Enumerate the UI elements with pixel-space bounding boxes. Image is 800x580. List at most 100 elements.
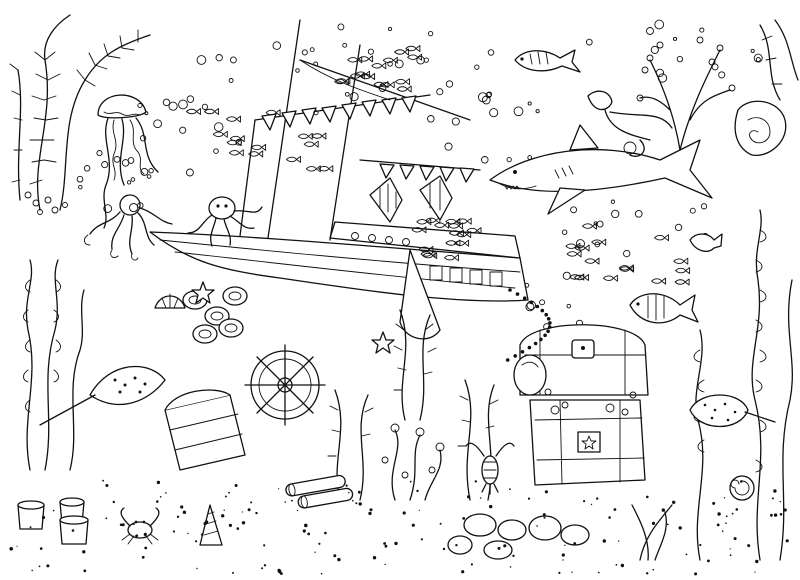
barrels (182, 286, 248, 344)
small-fish (422, 252, 438, 260)
seaweed-center (327, 309, 499, 501)
sand-speck (236, 527, 240, 530)
bubble (185, 168, 194, 177)
pearl (508, 288, 512, 292)
small-fish (618, 264, 634, 272)
bubble (561, 229, 568, 235)
sand-speck (182, 510, 187, 514)
sand-speck (598, 571, 600, 574)
sand-speck (707, 559, 710, 563)
pearl (544, 312, 548, 317)
sand-speck (250, 501, 253, 504)
bubble (427, 30, 434, 37)
sand-speck (699, 543, 702, 547)
seaweed-right (693, 209, 793, 561)
sand-speck (467, 495, 471, 499)
bubble (593, 221, 598, 226)
pearl (535, 304, 540, 309)
sand-speck (602, 539, 606, 543)
bubble (718, 71, 726, 79)
pearl (539, 337, 543, 342)
bubble (474, 64, 480, 70)
bubble (179, 126, 187, 134)
sand-speck (620, 563, 625, 568)
sand-speck (411, 523, 415, 527)
sand-speck (723, 497, 726, 499)
sand-speck (402, 511, 406, 515)
sand-speck (694, 572, 698, 576)
bubble (487, 49, 495, 56)
sand-speck (771, 497, 774, 500)
sand-speck (571, 571, 573, 573)
sand-speck (263, 564, 267, 567)
sand-speck (304, 523, 308, 528)
bubble (650, 45, 659, 54)
small-fish (673, 257, 689, 265)
sand-speck (409, 480, 412, 483)
sand-speck (187, 532, 189, 535)
small-fish (396, 85, 412, 93)
rolled-scrolls (285, 474, 354, 509)
sand-speck (156, 480, 161, 485)
small-fish (229, 135, 245, 143)
diver-creature (587, 90, 673, 157)
sand-speck (731, 512, 734, 515)
sand-speck (16, 545, 18, 547)
sand-speck (652, 568, 655, 571)
small-fish (334, 78, 350, 86)
school-of-fish (186, 45, 691, 286)
bubble (699, 27, 705, 33)
sand-speck (337, 557, 341, 562)
small-fish (311, 132, 327, 140)
pearl (515, 292, 520, 296)
small-fish (584, 257, 600, 265)
small-fish (407, 53, 423, 61)
scallop-shell (154, 293, 186, 309)
bubble (148, 168, 154, 174)
sand-speck (461, 570, 465, 574)
small-fish (371, 62, 387, 70)
sand-speck (618, 540, 620, 542)
sand-speck (324, 531, 327, 535)
small-fish (379, 81, 395, 89)
sand-speck (747, 544, 751, 548)
sand-speck (284, 501, 287, 503)
sand-speck (474, 480, 477, 483)
pearl (540, 308, 545, 313)
small-fish (373, 81, 389, 88)
sand-speck (455, 544, 458, 547)
bubble (313, 61, 319, 67)
pearl (522, 296, 527, 301)
bubble (129, 203, 139, 213)
sand-speck (651, 521, 656, 526)
sand-speck (368, 511, 372, 516)
bubble (524, 282, 530, 288)
bubble (445, 80, 454, 88)
bubble (272, 41, 282, 50)
pearl (529, 300, 534, 305)
sand-speck (479, 497, 482, 499)
sand-speck (420, 538, 423, 541)
bubble (121, 159, 130, 167)
sand-speck (345, 484, 348, 487)
sand-speck (712, 501, 716, 505)
bubble (139, 135, 147, 142)
sand-speck (564, 544, 566, 546)
sand-speck (71, 529, 75, 532)
bubble (535, 109, 540, 114)
sand-speck (558, 571, 561, 575)
sand-speck (590, 503, 593, 506)
bubble (436, 88, 444, 96)
jellyfish (97, 94, 159, 229)
bubble (146, 174, 152, 179)
bubble (451, 117, 460, 126)
sand-speck (685, 553, 688, 556)
sand-speck (102, 479, 104, 482)
bubble (444, 142, 453, 151)
small-fish (674, 278, 690, 286)
bubble (168, 101, 178, 111)
sand-speck (105, 517, 108, 520)
small-fish (394, 48, 410, 56)
sand-speck (783, 508, 787, 512)
